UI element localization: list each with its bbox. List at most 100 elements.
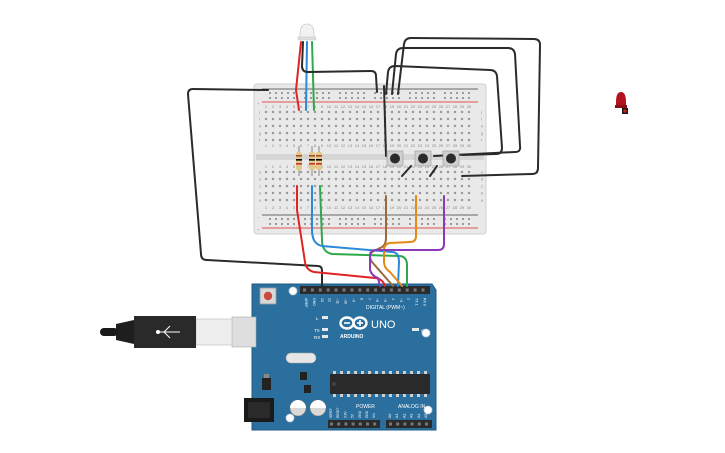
breadboard-hole[interactable]	[425, 177, 429, 181]
breadboard-hole[interactable]	[348, 124, 352, 128]
breadboard-hole[interactable]	[320, 117, 324, 121]
rail-hole[interactable]	[322, 92, 324, 94]
breadboard-hole[interactable]	[355, 177, 359, 181]
power-jack[interactable]	[244, 398, 274, 422]
digital-header[interactable]	[300, 286, 430, 294]
analog-header[interactable]	[386, 420, 432, 428]
wires[interactable]	[187, 37, 541, 287]
rail-hole[interactable]	[398, 218, 400, 220]
breadboard-hole[interactable]	[341, 170, 345, 174]
breadboard-hole[interactable]	[278, 191, 282, 195]
breadboard-hole[interactable]	[376, 124, 380, 128]
rail-hole[interactable]	[357, 92, 359, 94]
breadboard-hole[interactable]	[369, 170, 373, 174]
breadboard-hole[interactable]	[453, 184, 457, 188]
rail-hole[interactable]	[357, 223, 359, 225]
breadboard-hole[interactable]	[425, 184, 429, 188]
breadboard-hole[interactable]	[439, 138, 443, 142]
breadboard-hole[interactable]	[446, 191, 450, 195]
rail-hole[interactable]	[421, 218, 423, 220]
rail-hole[interactable]	[281, 92, 283, 94]
rail-hole[interactable]	[287, 97, 289, 99]
wire-blue-lower[interactable]	[311, 185, 400, 287]
breadboard-hole[interactable]	[299, 198, 303, 202]
breadboard-hole[interactable]	[320, 110, 324, 114]
rail-hole[interactable]	[351, 223, 353, 225]
rail-hole[interactable]	[339, 97, 341, 99]
wire-green-upper[interactable]	[311, 41, 315, 111]
breadboard-hole[interactable]	[390, 170, 394, 174]
breadboard-hole[interactable]	[453, 177, 457, 181]
wire-red-lower[interactable]	[296, 185, 386, 287]
breadboard-hole[interactable]	[453, 110, 457, 114]
rail-hole[interactable]	[456, 218, 458, 220]
breadboard-hole[interactable]	[425, 191, 429, 195]
breadboard-hole[interactable]	[390, 177, 394, 181]
rail-hole[interactable]	[450, 92, 452, 94]
breadboard-hole[interactable]	[299, 131, 303, 135]
push-buttons[interactable]	[386, 150, 460, 167]
breadboard-hole[interactable]	[376, 131, 380, 135]
wire-blue-upper[interactable]	[305, 41, 308, 111]
rail-hole[interactable]	[316, 218, 318, 220]
breadboard-hole[interactable]	[341, 131, 345, 135]
breadboard-hole[interactable]	[418, 138, 422, 142]
breadboard-hole[interactable]	[432, 177, 436, 181]
rail-hole[interactable]	[357, 97, 359, 99]
breadboard-hole[interactable]	[390, 131, 394, 135]
rail-hole[interactable]	[462, 97, 464, 99]
breadboard-hole[interactable]	[299, 191, 303, 195]
rail-hole[interactable]	[374, 218, 376, 220]
breadboard-hole[interactable]	[369, 177, 373, 181]
breadboard-hole[interactable]	[355, 117, 359, 121]
breadboard-hole[interactable]	[299, 177, 303, 181]
rail-hole[interactable]	[287, 218, 289, 220]
breadboard-hole[interactable]	[313, 191, 317, 195]
breadboard-hole[interactable]	[313, 184, 317, 188]
breadboard-hole[interactable]	[467, 198, 471, 202]
breadboard-hole[interactable]	[383, 170, 387, 174]
breadboard-hole[interactable]	[425, 198, 429, 202]
breadboard-hole[interactable]	[390, 191, 394, 195]
rail-hole[interactable]	[421, 223, 423, 225]
breadboard-hole[interactable]	[348, 138, 352, 142]
rail-hole[interactable]	[351, 218, 353, 220]
breadboard-hole[interactable]	[334, 138, 338, 142]
header-pin[interactable]	[326, 288, 330, 292]
breadboard-hole[interactable]	[264, 191, 268, 195]
rail-hole[interactable]	[304, 223, 306, 225]
header-pin[interactable]	[405, 288, 409, 292]
breadboard-hole[interactable]	[376, 138, 380, 142]
breadboard-hole[interactable]	[383, 191, 387, 195]
header-pin[interactable]	[318, 288, 322, 292]
breadboard-hole[interactable]	[390, 184, 394, 188]
breadboard-hole[interactable]	[341, 198, 345, 202]
header-pin[interactable]	[366, 422, 369, 426]
rail-hole[interactable]	[421, 92, 423, 94]
rail-hole[interactable]	[339, 223, 341, 225]
breadboard-hole[interactable]	[292, 124, 296, 128]
header-pin[interactable]	[374, 288, 378, 292]
rail-hole[interactable]	[468, 223, 470, 225]
rail-hole[interactable]	[392, 223, 394, 225]
breadboard-hole[interactable]	[341, 191, 345, 195]
rail-hole[interactable]	[386, 97, 388, 99]
breadboard-hole[interactable]	[278, 138, 282, 142]
breadboard-hole[interactable]	[348, 184, 352, 188]
breadboard-hole[interactable]	[446, 170, 450, 174]
breadboard-hole[interactable]	[460, 170, 464, 174]
rail-hole[interactable]	[409, 92, 411, 94]
rail-hole[interactable]	[380, 97, 382, 99]
breadboard-hole[interactable]	[362, 110, 366, 114]
breadboard-hole[interactable]	[446, 117, 450, 121]
breadboard-hole[interactable]	[292, 191, 296, 195]
breadboard-hole[interactable]	[453, 124, 457, 128]
breadboard-hole[interactable]	[362, 198, 366, 202]
breadboard-hole[interactable]	[404, 198, 408, 202]
breadboard-hole[interactable]	[306, 131, 310, 135]
breadboard-hole[interactable]	[341, 184, 345, 188]
breadboard-hole[interactable]	[376, 170, 380, 174]
rail-hole[interactable]	[415, 97, 417, 99]
breadboard-hole[interactable]	[418, 124, 422, 128]
breadboard-hole[interactable]	[362, 170, 366, 174]
